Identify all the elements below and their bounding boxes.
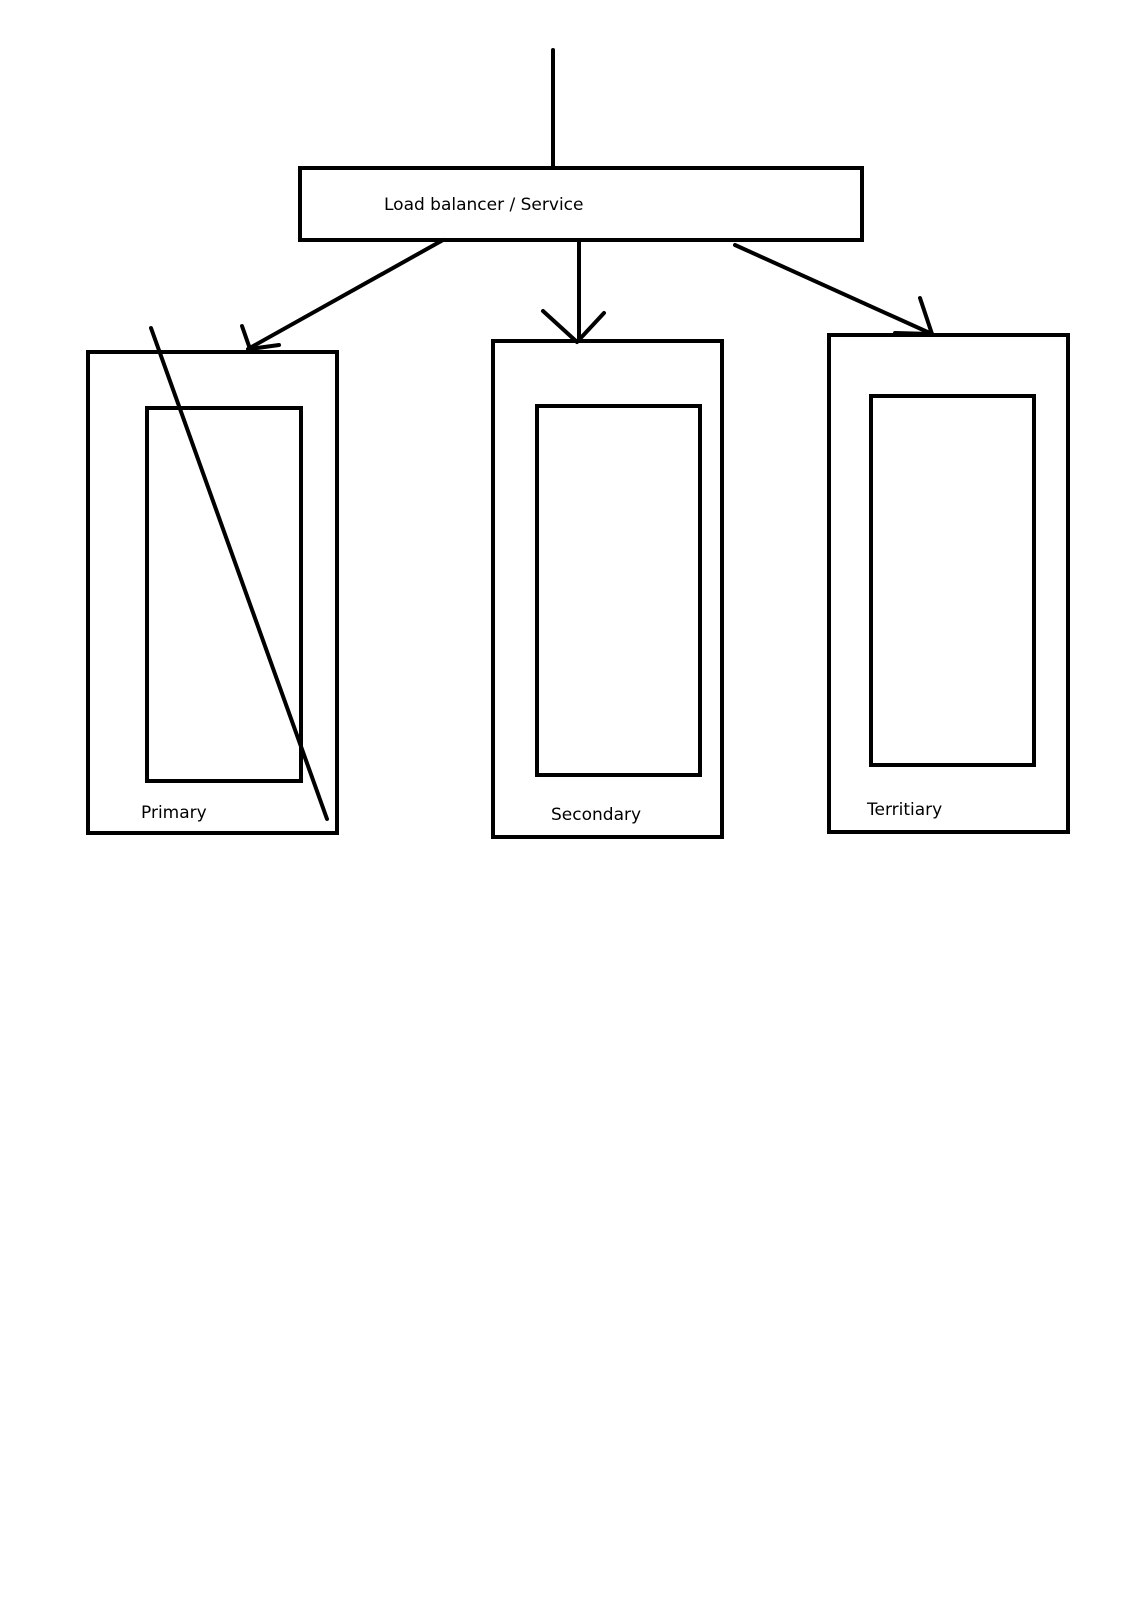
primary-inner-box — [145, 406, 303, 783]
arrow-to-secondary-head — [541, 309, 606, 344]
secondary-outer-box — [491, 339, 724, 839]
primary-label: Primary — [141, 803, 207, 823]
secondary-label: Secondary — [551, 805, 641, 825]
primary-outer-box — [86, 350, 339, 835]
load-balancer: Load balancer / Service — [298, 166, 864, 242]
tertiary-label: Territiary — [866, 800, 942, 820]
node-tertiary: Territiary — [827, 333, 1070, 834]
load-balancer-label: Load balancer / Service — [384, 195, 583, 215]
tertiary-outer-box — [827, 333, 1070, 834]
arrow-to-tertiary-shaft — [733, 243, 934, 336]
node-primary: Primary — [86, 326, 339, 835]
arrow-to-secondary — [541, 238, 606, 344]
arrow-to-primary-shaft — [246, 238, 445, 351]
node-secondary: Secondary — [491, 339, 724, 839]
arrow-to-tertiary-head — [893, 296, 934, 336]
primary-strike-through — [149, 326, 329, 821]
arrow-to-primary-head — [240, 324, 281, 351]
tertiary-inner-box — [869, 394, 1036, 767]
arrow-to-tertiary — [733, 243, 934, 336]
arrow-to-primary — [240, 238, 445, 351]
secondary-inner-box — [535, 404, 702, 777]
